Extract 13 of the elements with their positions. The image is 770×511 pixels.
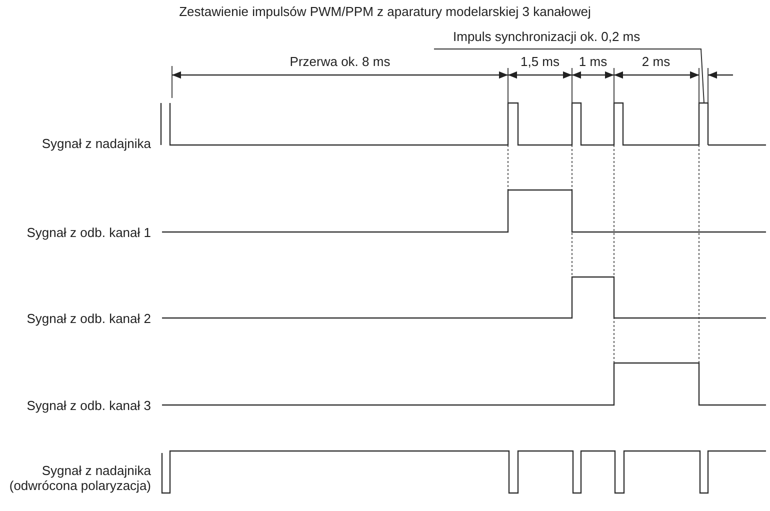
signal-name: Sygnał z nadajnika: [42, 136, 151, 151]
sync-pulse: [698, 102, 709, 145]
dimension-label: 2 ms: [642, 54, 670, 69]
signal-name: Sygnał z odb. kanał 2: [26, 311, 151, 326]
signal-name: Sygnał z odb. kanał 1: [26, 225, 151, 240]
dimension-label: Przerwa ok. 8 ms: [290, 54, 390, 69]
diagram-title: Zestawienie impulsów PWM/PPM z aparatury modelarskiej 3 kanałowej: [179, 4, 591, 19]
leader-line: [434, 48, 704, 104]
dimension-label: 1 ms: [578, 54, 608, 69]
signal-name: Sygnał z odb. kanał 3: [26, 398, 151, 413]
dimension-label: 1,5 ms: [520, 54, 560, 69]
callout-text: Impuls synchronizacji ok. 0,2 ms: [434, 29, 640, 49]
signal-name: Sygnał z nadajnika (odwrócona polaryzacja): [8, 463, 151, 493]
